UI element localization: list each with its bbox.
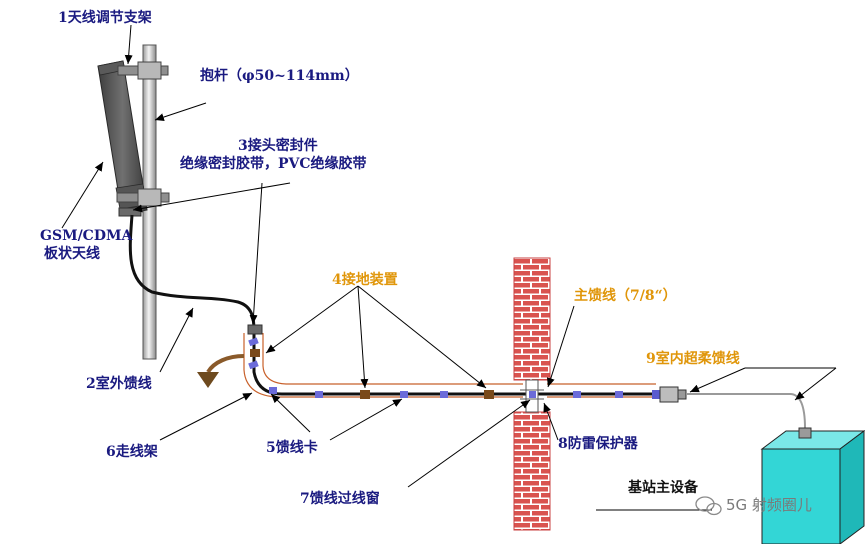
label-cable-tray: 6走线架: [106, 443, 158, 460]
label-main-feeder: 主馈线（7/8“）: [574, 287, 677, 304]
wechat-icon: [695, 496, 722, 516]
main-feeder-cable: [252, 330, 660, 396]
watermark: 5G 射频圈儿: [695, 496, 812, 516]
label-feeder-clip: 5馈线卡: [266, 439, 318, 456]
bts-cabinet: [760, 427, 865, 544]
indoor-jumper-cable: [686, 393, 806, 429]
label-bracket: 1天线调节支架: [58, 9, 152, 26]
label-antenna-line2: 板状天线: [44, 245, 100, 262]
lightning-protector: [652, 386, 687, 403]
brick-wall-lower: [513, 411, 551, 531]
connector-seal: [247, 324, 263, 335]
label-window: 7馈线过线窗: [300, 490, 380, 507]
label-seal-line1: 3接头密封件: [238, 137, 318, 154]
label-seal-line2: 绝缘密封胶带，PVC绝缘胶带: [180, 155, 367, 172]
ground-clamp-3: [484, 390, 494, 399]
watermark-text: 5G 射频圈儿: [726, 496, 812, 514]
ground-lead: [206, 354, 245, 374]
label-lightning: 8防雷保护器: [558, 435, 639, 452]
outdoor-feeder-cable: [128, 214, 256, 331]
label-indoor-jumper: 9室内超柔馈线: [646, 350, 740, 367]
label-outdoor-feeder: 2室外馈线: [86, 375, 152, 392]
ground-symbol: [197, 372, 219, 388]
feeder-window: [520, 379, 544, 413]
antenna-bracket-bottom: [116, 188, 170, 217]
brick-wall-upper: [513, 257, 551, 381]
label-bts: 基站主设备: [628, 479, 699, 496]
cable-tray: [243, 333, 523, 398]
ground-clamp-2: [360, 390, 370, 399]
label-antenna-line1: GSM/CDMA: [40, 228, 133, 244]
ground-clamp-1: [250, 349, 260, 357]
label-pole: 抱杆（φ50~114mm）: [200, 67, 359, 84]
label-grounding: 4接地装置: [332, 271, 398, 288]
leader-lines: [61, 24, 837, 511]
antenna-bracket-top: [117, 61, 169, 80]
feeder-clips: [248, 337, 623, 398]
